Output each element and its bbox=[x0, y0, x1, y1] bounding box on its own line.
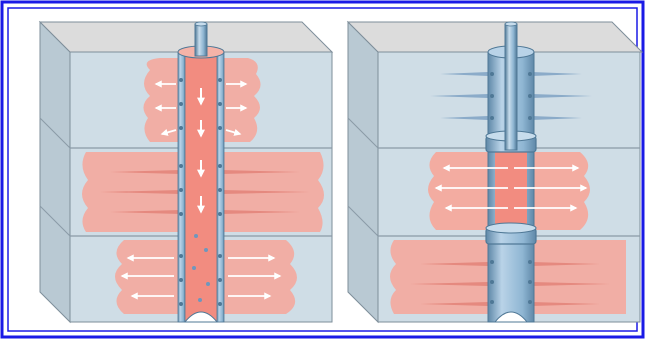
left-block-side bbox=[39, 20, 71, 324]
right-panel bbox=[346, 20, 644, 324]
right-tubing bbox=[504, 23, 518, 151]
left-tubing bbox=[194, 23, 208, 57]
right-block-top bbox=[346, 21, 644, 53]
left-panel bbox=[38, 20, 334, 324]
right-block-side bbox=[347, 20, 379, 324]
isolated-zone bbox=[495, 150, 527, 230]
